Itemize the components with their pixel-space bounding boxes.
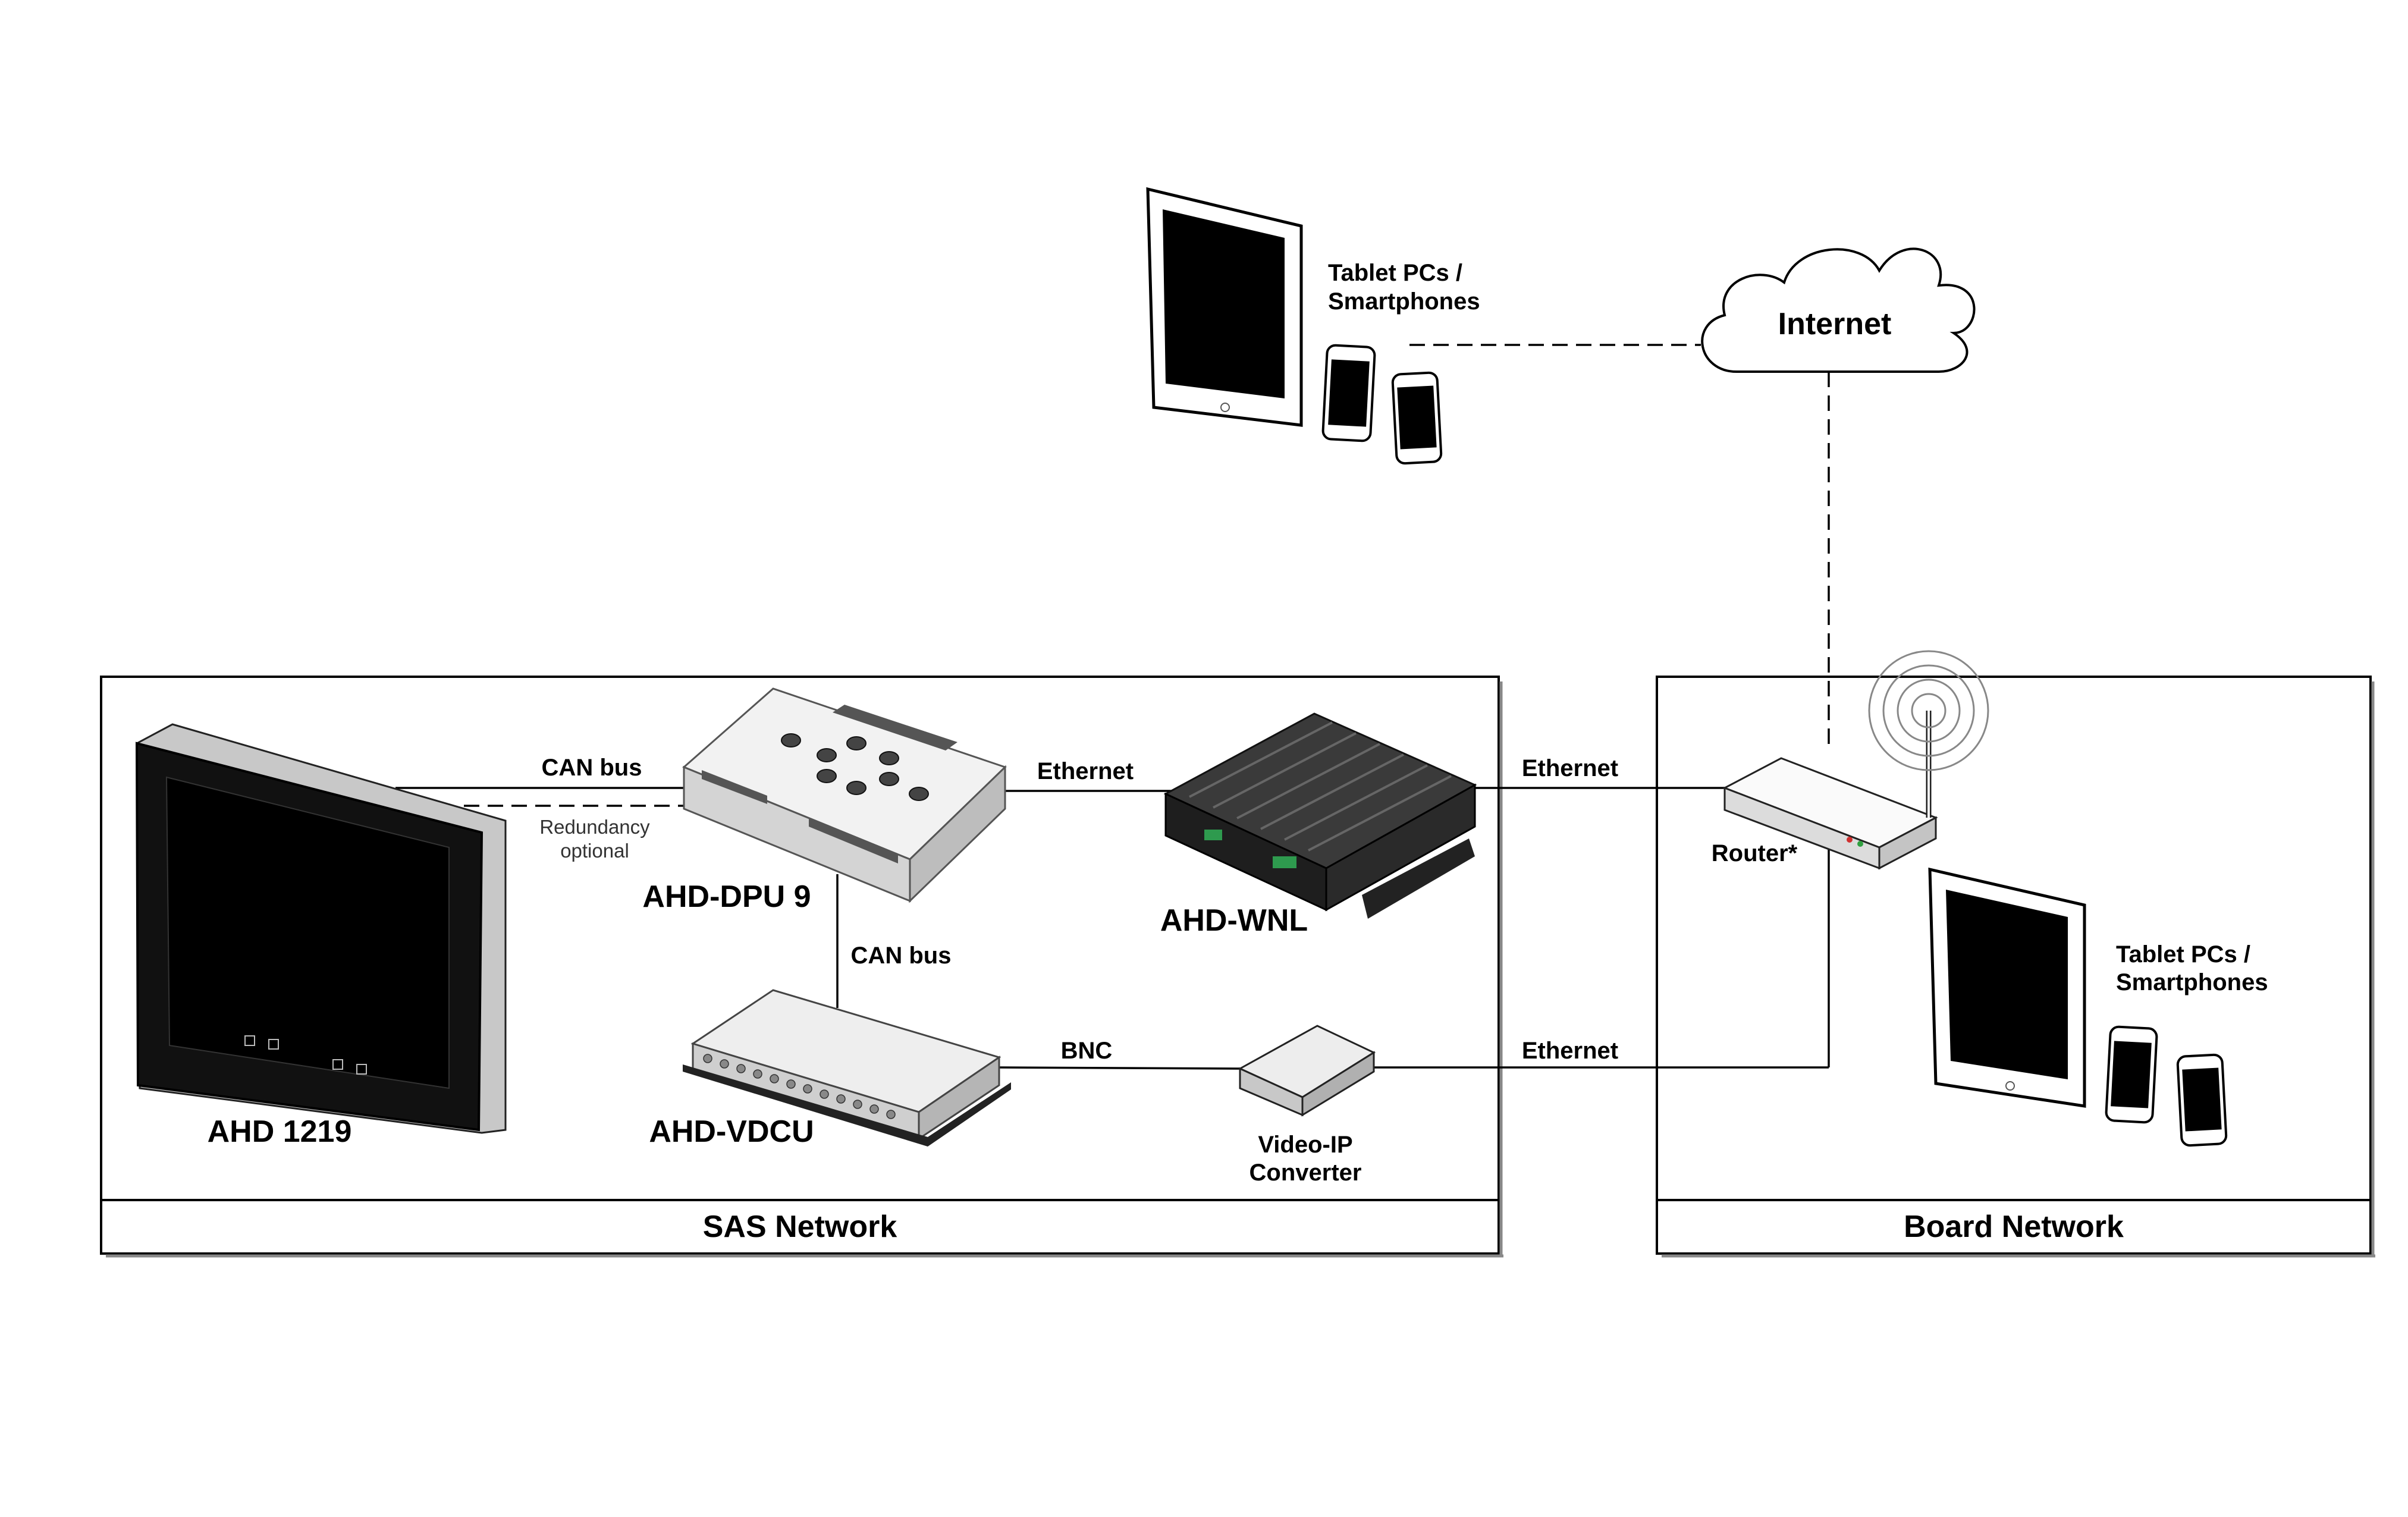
internet-cloud: Internet [1701,247,1976,373]
ahd-vdcu-label: AHD-VDCU [649,1114,814,1149]
redundancy-label-2: optional [560,840,629,862]
bnc-label: BNC [1061,1038,1113,1064]
ahd-vdcu-icon [683,989,1011,1147]
tablet-icon-top [1146,187,1303,427]
ahd-dpu9-icon [682,687,1007,903]
bnc-line [999,1066,1241,1070]
ahd-wnl-icon [1163,712,1477,919]
ahd1219-display-icon [135,723,507,1134]
internet-label: Internet [1778,307,1892,341]
can-bus-vertical-label: CAN bus [851,943,952,969]
smartphone-icon-top-2 [1391,371,1443,465]
video-ip-converter-icon [1238,1025,1376,1117]
ethernet-converter-router-label: Ethernet [1522,1038,1618,1064]
converter-label-1: Video-IP [1258,1132,1352,1158]
converter-label-2: Converter [1249,1160,1362,1186]
tablet-icon-board [1928,867,2086,1108]
redundancy-label-1: Redundancy [539,816,650,838]
tablets-top-label-2: Smartphones [1328,288,1480,315]
smartphone-icon-board-1 [2105,1025,2158,1124]
board-network-box: Board Network [1656,676,2375,1258]
smartphone-icon-top-1 [1321,344,1376,442]
sas-network-label: SAS Network [703,1210,897,1244]
router-icon [1722,711,1938,870]
tablets-board-label-2: Smartphones [2116,969,2268,995]
router-label: Router* [1712,840,1798,866]
ahd-dpu9-label: AHD-DPU 9 [642,880,811,914]
tablets-top-label-1: Tablet PCs / [1328,260,1462,286]
board-network-label: Board Network [1904,1210,2124,1244]
tablets-board-label-1: Tablet PCs / [2116,941,2250,968]
ahd-wnl-label: AHD-WNL [1160,903,1308,938]
ethernet-dpu-wnl-label: Ethernet [1037,758,1134,784]
wifi-signal-icon [1868,650,1989,771]
ahd1219-label: AHD 1219 [208,1114,352,1149]
can-bus-label: CAN bus [542,755,642,781]
smartphone-icon-board-2 [2176,1053,2228,1147]
ethernet-wnl-router-label: Ethernet [1522,755,1618,781]
connection-lines [395,344,1830,1070]
